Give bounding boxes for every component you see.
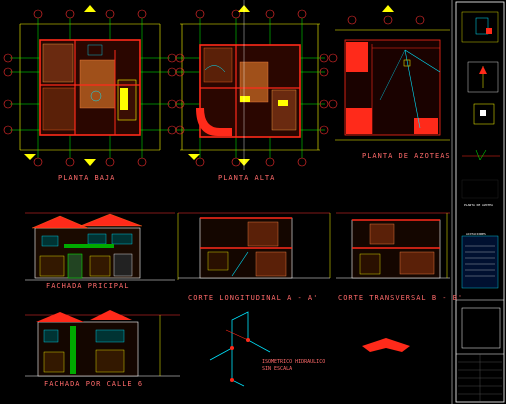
label-corte-longitudinal: CORTE LONGITUDINAL A - A' — [188, 294, 319, 302]
title-block-heading-1: PLANTA DE AZOTEA — [464, 203, 493, 207]
fachada-calle-6 — [25, 310, 180, 377]
label-planta-azoteas: PLANTA DE AZOTEAS — [362, 152, 451, 160]
isometrico-hidraulico — [209, 311, 271, 387]
planta-alta-plan — [175, 0, 329, 170]
label-fachada-principal: FACHADA PRICIPAL — [46, 282, 130, 290]
corte-longitudinal — [178, 212, 331, 279]
label-planta-baja: PLANTA BAJA — [58, 174, 116, 182]
planta-azoteas-plan — [328, 5, 450, 141]
label-planta-alta: PLANTA ALTA — [218, 174, 276, 182]
fachada-principal — [25, 212, 179, 281]
label-fachada-calle: FACHADA POR CALLE 6 — [44, 380, 144, 388]
title-block — [455, 1, 505, 403]
label-corte-transversal: CORTE TRANSVERSAL B - B' — [338, 294, 464, 302]
label-isometrico-scale: SIN ESCALA — [262, 366, 293, 372]
planta-baja-plan — [3, 5, 177, 167]
title-block-heading-2: ACOTACIONES — [466, 232, 486, 236]
north-arrow-symbol — [362, 338, 410, 352]
corte-transversal — [336, 212, 450, 279]
label-isometrico: ISOMETRICO HIDRAULICO — [262, 359, 326, 365]
